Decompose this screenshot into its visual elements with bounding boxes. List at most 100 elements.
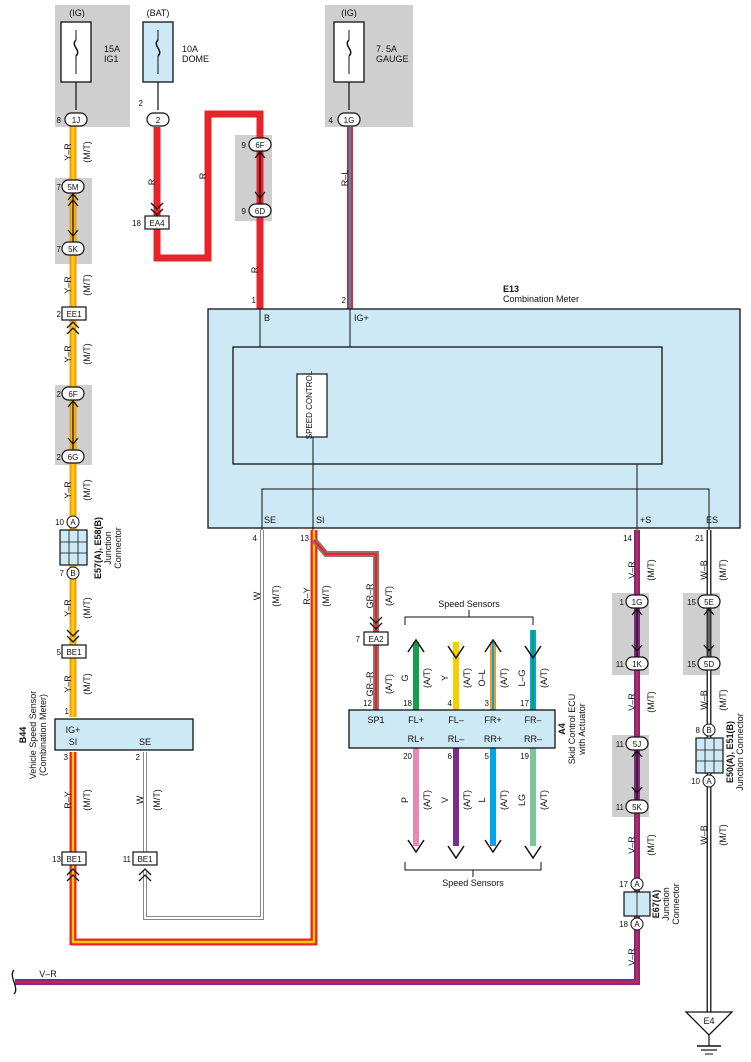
fuse-ig1-source: (IG)	[69, 8, 85, 18]
wire-note-ry-vss: (M/T)	[82, 789, 92, 811]
wire-label-ry-si: R–Y	[302, 587, 312, 605]
junction-e67-name1: Junction	[661, 887, 671, 921]
connector-be1-11: BE1	[132, 851, 158, 866]
wire-label-ry-vss: R–Y	[63, 791, 73, 809]
svg-text:1G: 1G	[632, 598, 643, 607]
pin-6d: 9	[242, 207, 247, 216]
wire-label-wb-3: W–B	[699, 825, 709, 845]
junction-e57-e58: A B	[59, 515, 88, 580]
svg-text:FL+: FL+	[408, 715, 424, 725]
wire-ry-loop	[69, 530, 318, 946]
connector-be1-13: BE1	[61, 851, 87, 866]
connector-arrow-ea2	[369, 616, 383, 630]
svg-text:12: 12	[363, 699, 372, 708]
pin-5j: 11	[616, 740, 625, 749]
pin-1g-gauge: 4	[329, 116, 334, 125]
vss-se-terminal: SE	[139, 737, 151, 747]
pin-meter-b: 1	[252, 296, 257, 305]
pin-1g-right: 1	[620, 598, 625, 607]
svg-text:LG: LG	[517, 794, 527, 806]
svg-text:3: 3	[485, 699, 490, 708]
skid-control-ecu-box	[348, 709, 556, 749]
ecu-name2: with Actuator	[577, 703, 587, 756]
meter-ps-terminal: +S	[640, 515, 651, 525]
svg-text:A: A	[634, 880, 640, 889]
meter-name: Combination Meter	[503, 294, 579, 304]
meter-ig-terminal: IG+	[354, 313, 369, 323]
wire-label-vr-4: V–R	[627, 948, 637, 966]
svg-text:EA2: EA2	[368, 635, 384, 644]
pin-meter-ps: 14	[623, 534, 632, 543]
fuse-gauge-source: (IG)	[341, 8, 357, 18]
svg-text:6D: 6D	[255, 207, 265, 216]
wire-label-yr-1: Y–R	[63, 143, 73, 161]
terminal-6f-dome: 6F	[248, 137, 272, 152]
wire-note-vr-1: (M/T)	[646, 559, 656, 581]
svg-text:5M: 5M	[67, 183, 78, 192]
svg-text:5K: 5K	[68, 245, 78, 254]
ground-e4-icon	[684, 1011, 734, 1055]
svg-text:5K: 5K	[632, 803, 642, 812]
speed-control-box	[296, 373, 328, 438]
wire-note-ry-si: (M/T)	[321, 585, 331, 607]
wire-note-wb-1: (M/T)	[718, 559, 728, 581]
svg-text:5: 5	[485, 752, 490, 761]
junction-e57-name2: Connector	[113, 527, 123, 569]
pin-5k-right: 11	[616, 803, 625, 812]
wire-label-w-vss: W	[135, 795, 145, 804]
connector-ea4: EA4	[144, 215, 170, 230]
svg-text:BE1: BE1	[137, 855, 153, 864]
fuse-gauge	[333, 21, 365, 110]
connector-arrows-be1-bottom	[66, 868, 152, 882]
connector-ee1: EE1	[61, 306, 87, 321]
wire-note-vr-3: (M/T)	[646, 834, 656, 856]
svg-text:(A/T): (A/T)	[384, 674, 394, 694]
terminal-5j: 5J	[625, 736, 649, 751]
pin-vss-se: 2	[136, 753, 141, 762]
connector-arrow-5j-5k	[631, 749, 643, 800]
terminal-1g-right: 1G	[625, 594, 649, 609]
wire-label-vr-3: V–R	[627, 836, 637, 854]
meter-se-terminal: SE	[264, 515, 276, 525]
fuse-ig1-rating: 15A	[104, 44, 120, 54]
fuse-dome-source: (BAT)	[147, 8, 170, 18]
wire-label-yr-4: Y–R	[63, 481, 73, 499]
wire-label-r-1: R	[147, 178, 157, 185]
svg-text:RL–: RL–	[448, 734, 465, 744]
svg-text:RL+: RL+	[408, 734, 425, 744]
pin-jc-b-left: 7	[60, 569, 65, 578]
brace-speed-bottom	[404, 862, 542, 877]
pin-vss-si: 3	[64, 753, 69, 762]
pin-5k: 7	[57, 245, 62, 254]
connector-arrow-ea4	[150, 202, 164, 216]
fuse-dome-name: DOME	[182, 54, 209, 64]
fuse-ig1	[60, 21, 92, 110]
wire-label-yr-6: Y–R	[63, 675, 73, 693]
connector-be1-top: BE1	[61, 644, 87, 659]
connector-arrow-be1-top	[66, 629, 80, 643]
connector-arrow-6f-6g	[67, 399, 79, 450]
svg-text:1J: 1J	[72, 116, 80, 125]
pin-e67-a: 17	[619, 880, 628, 889]
svg-text:1K: 1K	[632, 660, 642, 669]
svg-text:5E: 5E	[704, 598, 714, 607]
svg-text:EA4: EA4	[149, 219, 165, 228]
wire-label-yr-2: Y–R	[63, 276, 73, 294]
wire-note-yr-2: (M/T)	[82, 274, 92, 296]
ecu-name1: Skid Control ECU	[567, 694, 577, 765]
svg-text:B: B	[706, 726, 711, 735]
svg-text:A: A	[706, 777, 712, 786]
ground-e4-label: E4	[703, 1016, 714, 1026]
svg-text:2: 2	[156, 116, 161, 125]
terminal-5k: 5K	[61, 241, 85, 256]
pin-e67-b: 18	[619, 920, 628, 929]
svg-text:L: L	[477, 797, 487, 802]
svg-text:FL–: FL–	[448, 715, 464, 725]
brace-speed-top	[404, 610, 534, 625]
wire-note-yr-6: (M/T)	[82, 673, 92, 695]
terminal-5k-right: 5K	[625, 799, 649, 814]
ecu-bottom-pin-rlp: RL+ 20 P (A/T)	[400, 734, 432, 810]
wire-label-w-se: W	[252, 591, 262, 600]
terminal-5m: 5M	[61, 179, 85, 194]
connector-arrow-1g-1k	[631, 607, 643, 657]
